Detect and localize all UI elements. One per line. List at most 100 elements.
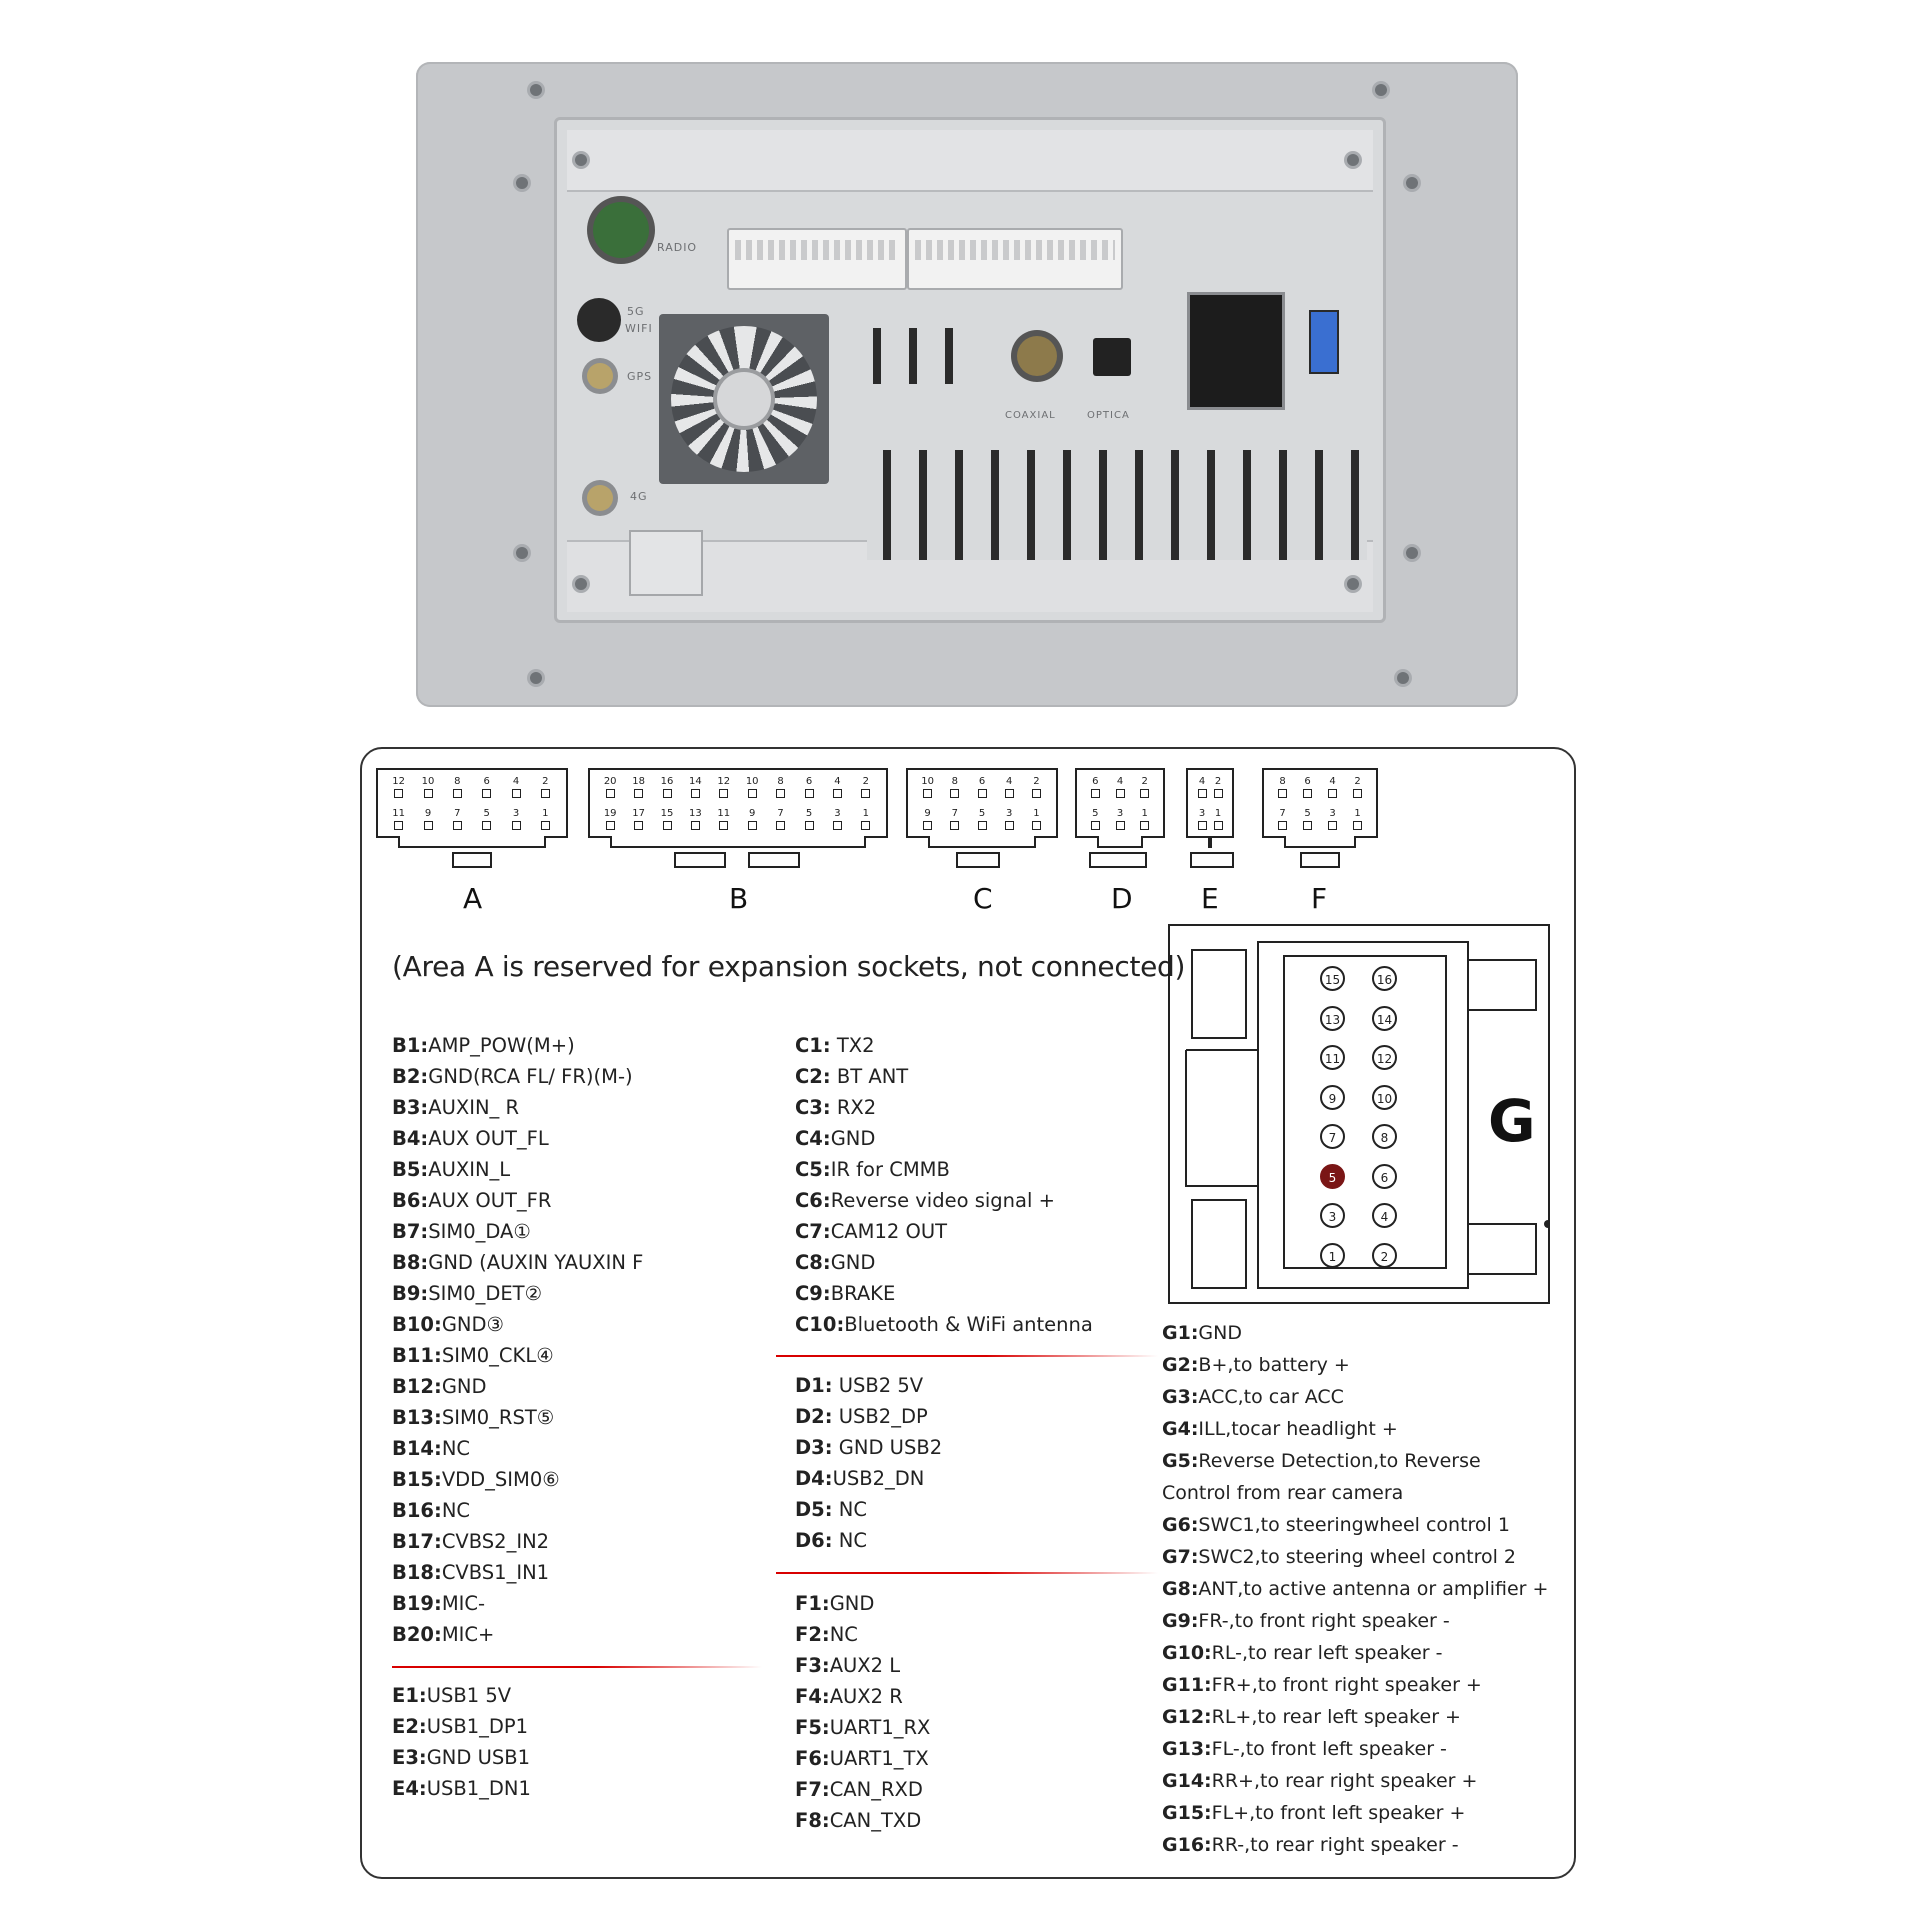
pin-function: FL-,to front left speaker - (1211, 1738, 1447, 1760)
pin-number: 9 (424, 808, 432, 819)
connector-tab (1208, 836, 1212, 848)
pin-id: G15: (1162, 1802, 1212, 1824)
g-pin: 5 (1320, 1163, 1345, 1189)
pin-number: 14 (689, 776, 702, 787)
g-pin: 4 (1372, 1203, 1397, 1228)
coaxial-label: COAXIAL (1005, 410, 1056, 421)
pin-square (1328, 789, 1337, 798)
connector-pin: 16 (656, 776, 678, 798)
wifi-antenna-jack (577, 298, 621, 342)
pinout-row: F6:UART1_TX (795, 1743, 930, 1774)
connector-pin: 2 (1207, 776, 1229, 798)
fuse (1309, 310, 1339, 374)
pin-function: Bluetooth & WiFi antenna (844, 1313, 1093, 1336)
pinout-row: C5:IR for CMMB (795, 1154, 1093, 1185)
head-unit-rear-photo: RADIO 5G WIFI GPS 4G COAXIAL OPTICA (416, 62, 1518, 707)
connector-pin: 3 (1322, 808, 1344, 830)
pin-square (394, 821, 404, 830)
pin-id: B17: (392, 1530, 442, 1553)
pin-function: CVBS2_IN2 (441, 1530, 550, 1553)
pin-id: F6: (795, 1747, 830, 1770)
connector-pin: 10 (741, 776, 763, 798)
pin-id: F1: (795, 1592, 830, 1615)
pin-id: F8: (795, 1809, 830, 1832)
pin-square (950, 821, 960, 830)
pin-function: GND (AUXIN YAUXIN F (428, 1251, 644, 1274)
connector-pin: 1 (1025, 808, 1047, 830)
pin-number: 18 (632, 776, 645, 787)
pin-number: 3 (1198, 808, 1206, 819)
pin-id: C7: (795, 1220, 831, 1243)
g-connector-outline (1168, 924, 1550, 1304)
separator-line (392, 1666, 762, 1668)
pin-square (923, 821, 933, 830)
pin-square (977, 821, 987, 830)
pin-number: 4 (1006, 776, 1013, 787)
connector-pin: 4 (1191, 776, 1213, 798)
lte-label: 4G (630, 490, 648, 503)
g-pin: 15 (1320, 966, 1345, 991)
pin-number: 15 (660, 808, 674, 819)
connector-pin: 4 (998, 776, 1020, 798)
connector-pin: 5 (1297, 808, 1319, 830)
pinout-row: B1:AMP_POW(M+) (392, 1030, 643, 1061)
pin-function: CVBS1_IN1 (441, 1561, 550, 1584)
connector-pin: 11 (388, 808, 410, 830)
pin-square (1115, 821, 1125, 830)
pin-id: B19: (392, 1592, 442, 1615)
pin-number: 7 (777, 808, 784, 819)
pin-function: NC (441, 1437, 471, 1460)
pin-number: 5 (805, 808, 813, 819)
plug-connector (907, 228, 1123, 290)
pin-number: 5 (1092, 808, 1099, 819)
pinout-row: G14:RR+,to rear right speaker + (1162, 1765, 1548, 1797)
pin-function: NC (832, 1529, 867, 1552)
chassis-top-lip (567, 130, 1373, 192)
connector-pin: 3 (998, 808, 1020, 830)
pin-function: CAN_TXD (829, 1809, 922, 1832)
pin-square (690, 821, 700, 830)
pin-id: G4: (1162, 1418, 1199, 1440)
pinout-row: D4:USB2_DN (795, 1463, 942, 1494)
plug-connector (727, 228, 907, 290)
pin-function: GND (829, 1592, 875, 1615)
pin-function: UART1_RX (829, 1716, 931, 1739)
chassis: RADIO 5G WIFI GPS 4G COAXIAL OPTICA (554, 117, 1386, 623)
pinout-row: C8:GND (795, 1247, 1093, 1278)
connector-pin: 8 (944, 776, 966, 798)
connector-pin: 12 (713, 776, 735, 798)
pin-function: ACC,to car ACC (1198, 1386, 1344, 1408)
screw (1406, 547, 1418, 559)
pin-function: B+,to battery + (1198, 1354, 1350, 1376)
pin-square (1197, 789, 1207, 798)
pin-number: 1 (542, 808, 549, 819)
pinout-row: G3:ACC,to car ACC (1162, 1381, 1548, 1413)
pinout-row: B19:MIC- (392, 1588, 643, 1619)
pinout-row: E2:USB1_DP1 (392, 1711, 531, 1742)
pinout-b-list: B1:AMP_POW(M+)B2:GND(RCA FL/ FR)(M-)B3:A… (392, 1030, 643, 1650)
pinout-row: G9:FR-,to front right speaker - (1162, 1605, 1548, 1637)
pinout-row: F4:AUX2 R (795, 1681, 930, 1712)
pin-id: G1: (1162, 1322, 1199, 1344)
connector-tab (610, 836, 866, 848)
pin-number: 6 (1304, 776, 1311, 787)
connector-pin: 2 (1025, 776, 1047, 798)
screw (575, 154, 587, 166)
pin-number: 8 (777, 776, 784, 787)
pin-number: 12 (392, 776, 406, 787)
screw (1397, 672, 1409, 684)
pin-square (1115, 789, 1125, 798)
pin-number: 2 (1033, 776, 1040, 787)
pin-square (832, 789, 842, 798)
lte-antenna-jack (587, 485, 613, 511)
pin-number: 8 (951, 776, 958, 787)
connector-pin: 12 (388, 776, 410, 798)
pinout-row: G6:SWC1,to steeringwheel control 1 (1162, 1509, 1548, 1541)
g-pin: 10 (1372, 1084, 1397, 1110)
pin-number: 6 (1092, 776, 1099, 787)
pin-square (1004, 789, 1014, 798)
pinout-row: B17:CVBS2_IN2 (392, 1526, 643, 1557)
pin-square (1140, 821, 1150, 830)
pin-function: TX2 (830, 1034, 875, 1057)
